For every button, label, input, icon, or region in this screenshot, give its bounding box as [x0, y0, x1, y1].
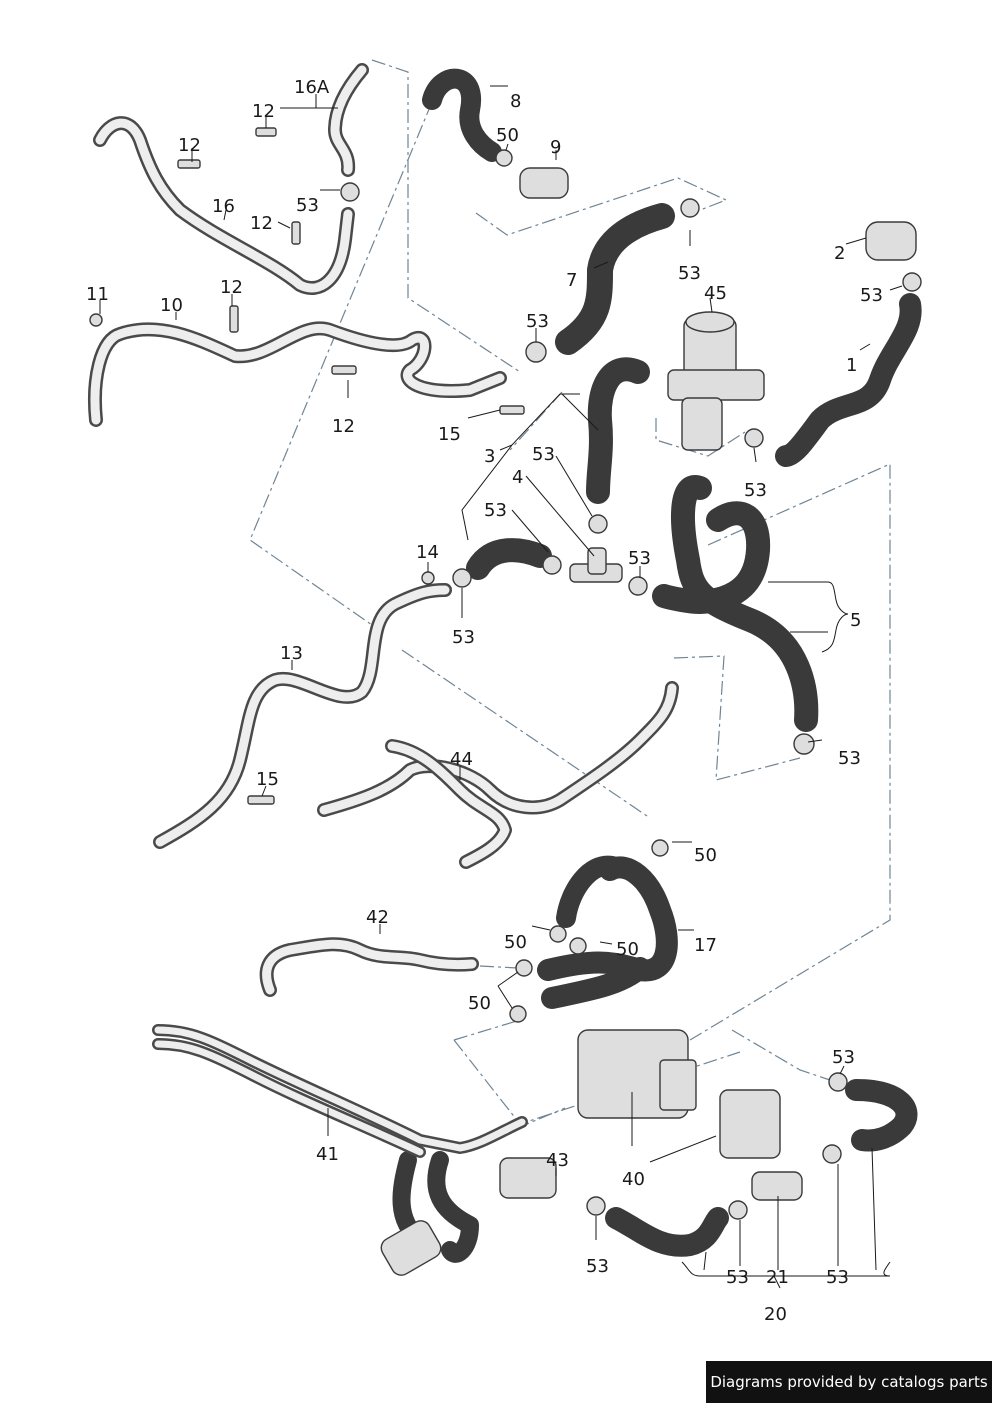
pipes	[88, 63, 679, 1158]
callout-11: 11	[86, 284, 109, 305]
callout-17: 17	[694, 935, 717, 956]
leader-lines	[99, 85, 903, 1289]
callout-3: 3	[484, 446, 495, 467]
callout-50: 50	[496, 125, 519, 146]
callout-53: 53	[832, 1047, 855, 1068]
hoses	[392, 68, 922, 1263]
callout-14: 14	[416, 542, 439, 563]
callout-21: 21	[766, 1267, 789, 1288]
callout-53: 53	[826, 1267, 849, 1288]
callout-40: 40	[622, 1169, 645, 1190]
callout-15: 15	[438, 424, 461, 445]
clamp-53	[340, 182, 360, 202]
callout-50: 50	[616, 939, 639, 960]
callouts: 16A 8 12 12 50 9 16 53 12 2 7 53 53 45 1…	[86, 77, 883, 1325]
bolt-12	[255, 127, 277, 137]
callout-12: 12	[252, 101, 275, 122]
flange-43	[499, 1157, 557, 1199]
callout-50: 50	[694, 845, 717, 866]
callout-12: 12	[250, 213, 273, 234]
callout-16a: 16A	[294, 77, 330, 98]
callout-42: 42	[366, 907, 389, 928]
credit-banner: Diagrams provided by catalogs parts	[706, 1361, 992, 1403]
callout-13: 13	[280, 643, 303, 664]
callout-4: 4	[512, 467, 523, 488]
pipe-41-bundle	[152, 1024, 528, 1154]
callout-9: 9	[550, 137, 561, 158]
callout-20: 20	[764, 1304, 787, 1325]
callout-45: 45	[704, 283, 727, 304]
callout-50: 50	[504, 932, 527, 953]
callout-7: 7	[566, 270, 577, 291]
callout-41: 41	[316, 1144, 339, 1165]
callout-53: 53	[860, 285, 883, 306]
callout-53: 53	[678, 263, 701, 284]
callout-53: 53	[628, 548, 651, 569]
valve-21	[751, 1171, 803, 1201]
callout-12: 12	[220, 277, 243, 298]
callout-50: 50	[468, 993, 491, 1014]
pipe-13	[153, 583, 452, 849]
callout-53: 53	[296, 195, 319, 216]
callout-15: 15	[256, 769, 279, 790]
connection-guides	[249, 59, 891, 1149]
callout-53: 53	[526, 311, 549, 332]
callout-53: 53	[726, 1267, 749, 1288]
part-2-elbow	[865, 221, 917, 261]
callout-2: 2	[834, 243, 845, 264]
pump-41	[380, 1220, 442, 1276]
callout-16: 16	[212, 196, 235, 217]
part-9-connector	[519, 167, 569, 199]
pipe-10	[88, 321, 507, 427]
valve-40	[719, 1089, 781, 1159]
callout-53: 53	[452, 627, 475, 648]
callout-53: 53	[838, 748, 861, 769]
callout-5: 5	[850, 610, 861, 631]
callout-43: 43	[546, 1150, 569, 1171]
callout-44: 44	[450, 749, 473, 770]
callout-53: 53	[744, 480, 767, 501]
callout-53: 53	[586, 1256, 609, 1277]
callout-53: 53	[484, 500, 507, 521]
callout-12: 12	[332, 416, 355, 437]
components	[89, 127, 922, 1276]
callout-12: 12	[178, 135, 201, 156]
callout-10: 10	[160, 295, 183, 316]
callout-1: 1	[846, 355, 857, 376]
callout-8: 8	[510, 91, 521, 112]
callout-53: 53	[532, 444, 555, 465]
